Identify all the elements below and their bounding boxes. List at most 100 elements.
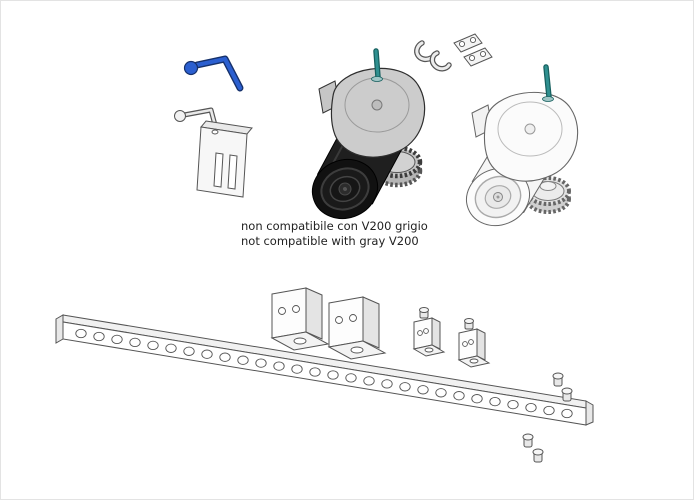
plate-body	[463, 47, 493, 67]
rack-hole	[291, 364, 303, 374]
terminal-plate-2	[463, 47, 493, 67]
bracket-slot	[424, 347, 434, 353]
rack-hole	[219, 352, 231, 362]
fastener-head	[522, 433, 534, 441]
lock-rod	[182, 108, 217, 127]
bracket-bolt-head	[419, 307, 429, 313]
bracket-fold	[362, 296, 380, 349]
rack-hole	[543, 405, 555, 416]
rack-hole	[255, 358, 267, 368]
lock-plate-slot-1	[213, 152, 224, 188]
bracket-face	[328, 296, 364, 348]
rack-left-cap	[55, 314, 64, 344]
plate-hole	[479, 50, 487, 58]
rack-hole	[345, 373, 357, 383]
antenna-base	[371, 76, 383, 82]
terminal-plate-1	[453, 33, 483, 53]
antenna-base	[542, 96, 554, 102]
fastener-pair-1	[552, 372, 573, 402]
handle-ball	[183, 60, 199, 76]
lock-plate-slot-2	[227, 154, 238, 190]
rack-hole	[453, 391, 465, 401]
bracket-slot	[293, 337, 307, 345]
fastener-head	[561, 387, 573, 395]
plate-body	[453, 33, 483, 53]
mounting-bracket-large-1	[270, 287, 330, 351]
rack-top-face	[62, 314, 587, 409]
rack-hole	[417, 385, 429, 395]
bracket-slot	[350, 346, 364, 354]
bracket-hole	[423, 328, 429, 334]
motor-housing-seam	[497, 101, 563, 157]
motor-housing-hub	[524, 123, 536, 135]
rack-hole	[507, 399, 519, 410]
plate-hole	[458, 40, 466, 48]
rack-hole	[435, 388, 447, 398]
motor-cylinder-cap	[311, 159, 379, 219]
clamp-half-1	[414, 40, 434, 63]
rack-hole	[363, 376, 375, 386]
bracket-hole	[278, 307, 286, 315]
fastener-pair-2	[522, 433, 544, 463]
rack-holes	[75, 328, 573, 419]
rack-hole	[93, 331, 105, 342]
rack-hole	[471, 394, 483, 404]
rack-hole	[129, 337, 141, 348]
rack-front-face	[62, 321, 587, 426]
rack-hole	[273, 361, 285, 371]
handle-rod	[194, 56, 243, 91]
motor-gear-hub	[539, 181, 557, 191]
lock-rod-ball	[174, 110, 186, 122]
rack-hole	[111, 334, 123, 345]
motor-housing	[483, 91, 579, 182]
bracket-face	[413, 317, 433, 350]
rack-hole	[381, 379, 393, 389]
bracket-hole	[417, 330, 423, 336]
rack-hole	[183, 346, 195, 356]
gearmotor-black	[311, 48, 426, 219]
mounting-bracket-large-2	[327, 296, 387, 360]
bracket-face	[271, 287, 307, 339]
bracket-hole	[462, 341, 468, 347]
rack-hole	[489, 396, 501, 407]
motor-housing-hub	[371, 99, 383, 111]
rack-hole	[75, 328, 87, 339]
bracket-hole	[349, 314, 357, 322]
rack-hole	[309, 367, 321, 377]
release-lock-assembly	[174, 107, 253, 198]
lock-plate-hole	[211, 129, 219, 135]
antenna-pin	[374, 49, 380, 79]
clamp-body	[430, 51, 451, 71]
gearmotor-gray	[466, 64, 579, 227]
rack-hole	[399, 382, 411, 392]
plate-hole	[469, 36, 477, 44]
gear-rack	[55, 314, 594, 426]
fastener-head	[532, 448, 544, 456]
clamp-body	[415, 41, 433, 61]
bracket-hole	[335, 316, 343, 324]
motor-cylinder-cap	[466, 167, 530, 227]
bracket-hole	[468, 339, 474, 345]
rack-hole	[561, 408, 573, 419]
bracket-bolt-head	[464, 318, 474, 324]
cap-center	[496, 195, 500, 199]
rack-hole	[147, 340, 159, 351]
bracket-fold	[431, 317, 441, 350]
clamp-half-2	[429, 50, 452, 72]
rack-hole	[237, 355, 249, 365]
rack-hole	[525, 402, 537, 413]
rack-right-cap	[585, 400, 594, 426]
rack-hole	[201, 349, 213, 359]
rack-hole	[165, 343, 177, 353]
annotation-line-2: not compatible with gray V200	[241, 234, 419, 248]
plate-hole	[468, 54, 476, 62]
annotation-line-1: non compatibile con V200 grigio	[241, 219, 428, 233]
antenna-pin	[544, 65, 551, 99]
cap-center	[343, 187, 347, 191]
mounting-bracket-small-2	[457, 318, 491, 368]
release-handle	[183, 55, 244, 92]
bracket-fold	[305, 287, 323, 340]
bracket-fold	[476, 328, 486, 361]
